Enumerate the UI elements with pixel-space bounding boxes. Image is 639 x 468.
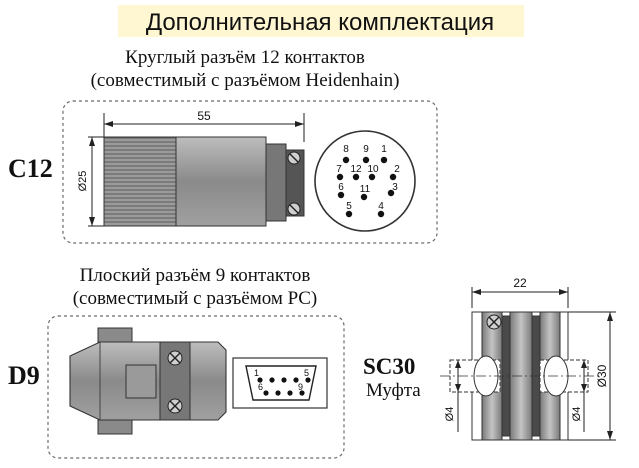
d9-code-label: D9: [8, 361, 40, 390]
c12-pin-label-4: 4: [378, 201, 384, 212]
c12-pin-label-11: 11: [360, 184, 371, 195]
c12-pin-1: [380, 156, 388, 164]
c12-pin-label-7: 7: [336, 164, 342, 175]
c12-pin-9: [362, 156, 370, 164]
c12-code-label: C12: [8, 154, 53, 183]
c12-pin-label-12: 12: [350, 164, 362, 175]
d9-pin-top-3: [281, 377, 287, 383]
sc30-name-label: Муфта: [366, 380, 421, 401]
c12-pin-label-6: 6: [338, 182, 344, 193]
c12-pin-8: [342, 156, 350, 164]
c12-pin-4: [377, 210, 385, 218]
c12-pin-label-8: 8: [343, 144, 349, 155]
sc30-length-value: 22: [513, 276, 527, 290]
d9-caption-line2: (совместимый с разъёмом PC): [73, 288, 318, 309]
sc30-bore-value-right: Ø4: [571, 407, 583, 422]
c12-length-value: 55: [197, 109, 211, 123]
d9-pin-top-1: [257, 377, 263, 383]
c12-connector-face: [314, 130, 416, 232]
title-band: [118, 5, 524, 37]
c12-diameter-dimension: [88, 136, 106, 227]
sc30-code-label: SC30: [363, 354, 415, 379]
d9-pin-bottom-9: [299, 390, 305, 396]
c12-connector-drawing: [103, 136, 305, 227]
d9-connector-drawing: [69, 327, 227, 435]
sc30-diameter-value: Ø30: [595, 364, 609, 387]
c12-pin-2: [389, 173, 397, 181]
sc30-diameter-dimension: [568, 311, 616, 441]
d9-pin-top-5: [305, 377, 311, 383]
d9-pin-label-1: 1: [254, 368, 259, 378]
d9-pin-label-9: 9: [298, 382, 303, 392]
sc30-bore-dimension-right: [581, 360, 587, 432]
d9-pin-label-5: 5: [304, 368, 309, 378]
c12-pin-label-2: 2: [394, 164, 400, 175]
c12-caption-line1: Круглый разъём 12 контактов: [125, 47, 365, 68]
d9-pin-top-4: [293, 377, 299, 383]
d9-pin-bottom-7: [275, 390, 281, 396]
d9-pin-label-6: 6: [258, 382, 263, 392]
sc30-length-dimension: [471, 287, 569, 308]
c12-pin-11: [360, 193, 368, 201]
c12-pin-5: [345, 210, 353, 218]
c12-pin-label-10: 10: [367, 164, 379, 175]
c12-pin-7: [336, 173, 344, 181]
d9-pin-layout: [257, 377, 311, 396]
c12-panel: [62, 100, 438, 244]
c12-pin-label-3: 3: [392, 182, 398, 193]
sc30-bore-value-left: Ø4: [444, 407, 456, 422]
c12-pin-label-1: 1: [381, 144, 387, 155]
d9-panel: [47, 315, 345, 459]
c12-pin-label-5: 5: [346, 201, 352, 212]
d9-connector-face: [232, 357, 328, 409]
c12-length-dimension: [103, 113, 305, 142]
d9-caption-line1: Плоский разъём 9 контактов: [80, 265, 311, 286]
c12-pin-6: [337, 191, 345, 199]
page-title: Дополнительная комплектация: [146, 9, 494, 36]
c12-pin-10: [368, 173, 376, 181]
c12-pin-12: [352, 173, 360, 181]
c12-caption-line2: (совместимый с разъёмом Heidenhain): [91, 70, 400, 91]
d9-pin-top-2: [269, 377, 275, 383]
c12-pin-3: [387, 189, 395, 197]
c12-diameter-value: Ø25: [77, 171, 89, 192]
sc30-bore-dimension-left: [455, 360, 461, 432]
c12-pin-label-9: 9: [363, 144, 369, 155]
d9-pin-bottom-6: [263, 390, 269, 396]
sc30-coupling-drawing: [440, 311, 600, 441]
d9-pin-bottom-8: [287, 390, 293, 396]
